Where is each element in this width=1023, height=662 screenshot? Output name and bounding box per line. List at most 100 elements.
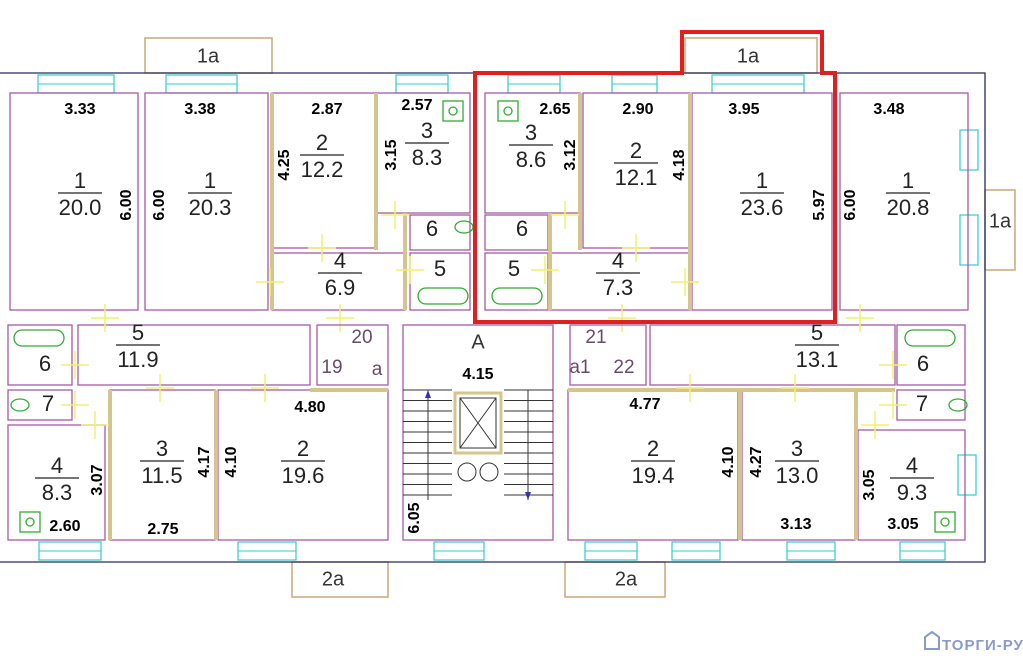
window	[433, 541, 485, 561]
dimension-label: 5.97	[811, 189, 828, 220]
room: 120.3	[144, 92, 269, 311]
room-number: 1	[204, 168, 216, 193]
room: 6	[7, 324, 73, 386]
balcony-label: 1a	[737, 45, 760, 67]
room-area: 7.3	[603, 275, 634, 300]
dimension-label: 3.13	[780, 516, 811, 533]
selected-apartment-outline	[473, 30, 837, 324]
room-number: 1	[902, 168, 914, 193]
room-number: 3	[791, 436, 803, 461]
service-label: 20	[351, 327, 372, 348]
room: 311.5	[109, 389, 216, 541]
stove-icon	[497, 100, 519, 122]
room-number: 2	[316, 130, 328, 155]
room-number: 1	[756, 168, 768, 193]
door	[396, 256, 424, 284]
dimension-label: 6.00	[118, 189, 135, 220]
dimension-label: 4.10	[223, 446, 240, 477]
room-number: 4	[612, 248, 624, 273]
dimension-label: 4.27	[748, 446, 765, 477]
dimension-label: 4.10	[720, 446, 737, 477]
room-area: 23.6	[741, 195, 784, 220]
room: 120.0	[9, 92, 139, 311]
service-label: 19	[321, 357, 342, 378]
door	[326, 304, 354, 332]
room-area: 12.1	[615, 165, 658, 190]
dimension-label: 4.80	[294, 399, 325, 416]
door	[879, 391, 907, 419]
room-number: 7	[916, 391, 928, 416]
room-number: 2	[647, 436, 659, 461]
door	[846, 304, 874, 332]
dimension-label: 2.57	[401, 97, 432, 114]
bathtub-icon	[904, 329, 956, 347]
room-area: 20.0	[59, 195, 102, 220]
room-outline	[9, 92, 139, 311]
service-room	[316, 324, 389, 386]
window	[671, 541, 721, 561]
balcony-label: 1a	[989, 210, 1012, 232]
service-label: 21	[585, 327, 606, 348]
room-number: 2	[630, 138, 642, 163]
window	[38, 541, 102, 561]
stove-icon	[934, 511, 956, 533]
room-outline	[144, 92, 269, 311]
door	[551, 201, 579, 229]
door	[879, 351, 907, 379]
up-arrow-icon	[425, 390, 431, 398]
door	[781, 374, 809, 402]
room-number: 6	[917, 351, 929, 376]
dimension-label: 6.05	[406, 502, 423, 533]
room: 123.6	[691, 92, 833, 311]
service-label: 22	[613, 357, 634, 378]
building-outline	[0, 72, 986, 563]
room: 6	[409, 214, 471, 251]
room-number: 3	[156, 436, 168, 461]
room-area: 6.9	[325, 275, 356, 300]
dimension-label: 3.07	[89, 464, 106, 495]
dimension-label: 3.15	[383, 139, 400, 170]
toilet-icon	[10, 398, 30, 412]
service-room	[569, 324, 647, 386]
room: 46.9	[271, 248, 406, 311]
room: 511.9	[77, 320, 311, 386]
balcony-label: 2a	[322, 568, 345, 590]
room-number: 5	[811, 320, 823, 345]
window	[584, 541, 638, 561]
door	[251, 374, 279, 402]
toilet-icon	[948, 398, 968, 412]
room: 6	[896, 324, 966, 386]
window	[711, 74, 805, 94]
room-area: 8.3	[412, 145, 443, 170]
room-area: 20.3	[189, 195, 232, 220]
room-number: 5	[508, 256, 520, 281]
room-number: 6	[426, 216, 438, 241]
dimension-label: 3.48	[873, 101, 904, 118]
dimension-label: 4.18	[671, 149, 688, 180]
room-number: 6	[39, 351, 51, 376]
room-area: 8.3	[42, 480, 73, 505]
room-number: 3	[525, 120, 537, 145]
dimension-label: 6.00	[151, 189, 168, 220]
balcony	[564, 561, 666, 598]
dimension-label: 3.95	[728, 101, 759, 118]
door	[91, 304, 119, 332]
window	[395, 74, 449, 94]
service-label: a1	[569, 357, 590, 378]
door	[61, 391, 89, 419]
window	[507, 74, 561, 94]
door	[608, 304, 636, 332]
window	[959, 214, 979, 266]
watermark: ТОРГИ-РУ	[924, 630, 1023, 654]
room: 48.3	[7, 424, 106, 541]
window	[786, 541, 836, 561]
stove-icon	[19, 511, 41, 533]
room-area: 19.6	[282, 463, 325, 488]
balcony-label: 1a	[197, 45, 220, 67]
room-outline	[409, 214, 471, 251]
room-area: 12.2	[301, 157, 344, 182]
door	[676, 374, 704, 402]
